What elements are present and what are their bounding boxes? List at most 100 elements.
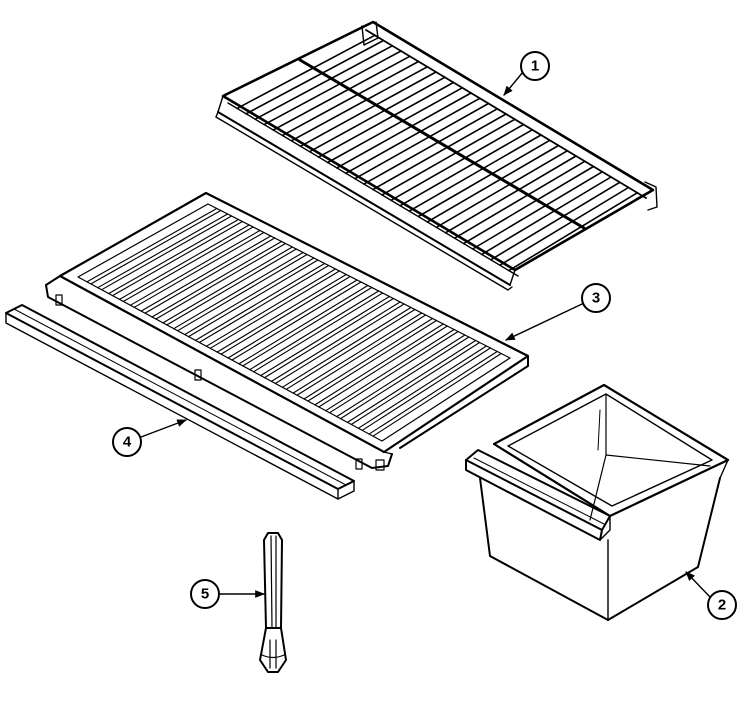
shelf-rib [340,336,470,420]
shelf-rib [270,301,401,382]
shelf-rib [274,303,405,384]
shelf-wire [363,108,499,185]
shelf-wire [372,113,507,191]
ribbed-shelf [45,191,530,471]
shelf-rib [173,251,304,330]
shelf-rib [336,334,466,418]
shelf-rib [238,284,369,365]
shelf-rib [249,290,380,371]
shelf-wire [426,144,560,223]
shelf-rib [350,341,481,425]
shelf-wire [381,118,516,196]
shelf-rib [198,264,330,343]
shelf-rib [303,317,434,400]
callout-3-circle [581,283,611,313]
shelf-rib [260,295,390,377]
shelf-wire [417,139,551,218]
shelf-wires [236,34,639,272]
callout-1-circle [520,51,550,81]
shelf-rib [329,330,459,414]
shelf-rib [372,352,502,437]
shelf-rib [86,207,218,283]
shelf-rib [281,306,412,388]
shelf-rib [112,220,243,297]
shelf-wire [453,160,586,239]
callout-2-circle [707,590,737,620]
shelf-rib [318,325,448,408]
shelf-rib [188,259,319,338]
shelf-wire [344,97,481,175]
shelf-rib [166,248,297,326]
callout-2[interactable]: 2 [685,571,737,620]
shelf-rib [194,262,326,341]
shelf-wire [508,192,639,272]
shelf-wire [435,150,569,229]
shelf-rib [140,235,272,312]
shelf-wire [408,134,542,212]
shelf-rib [108,218,239,295]
shelf-rib [133,231,265,308]
support-post [259,532,287,673]
shelf-rib [220,275,351,355]
shelf-wire [299,71,437,148]
shelf-rib [357,345,487,429]
shelf-rib [184,257,315,336]
shelf-wire [390,123,525,202]
shelf-rib [227,279,358,359]
shelf-rib [144,237,276,314]
callout-5-circle [190,579,220,609]
callout-4-circle [112,427,142,457]
crisper-drawer [465,383,730,621]
shelf-wire [335,92,472,169]
shelf-wire [499,186,630,267]
callout-5[interactable]: 5 [190,579,265,609]
shelf-rib [97,213,229,289]
shelf-wire [290,66,429,142]
shelf-wire [317,81,455,158]
shelf-wire [236,34,376,110]
shelf-ribs [86,207,502,437]
shelf-wire [254,44,394,120]
callout-4[interactable]: 4 [112,419,187,457]
shelf-wire [444,155,577,234]
shelf-rib [177,253,308,332]
shelf-rib [216,273,347,353]
shelf-rib [264,297,394,379]
callout-3[interactable]: 3 [505,283,611,341]
wire-shelf [215,20,658,291]
shelf-wire [399,129,534,207]
shelf-rib [325,328,455,412]
shelf-wire [471,171,604,250]
shelf-rib [162,246,293,324]
shelf-rib [314,323,444,406]
shelf-rib [151,240,283,318]
callout-4-label: 4 [123,434,132,451]
shelf-rib [307,319,438,402]
shelf-rib [129,229,261,306]
callout-1[interactable]: 1 [503,51,550,96]
shelf-wire [263,50,402,126]
shelf-wire [245,39,385,115]
shelf-trim-strip [5,304,355,500]
shelf-wire [462,165,595,245]
shelf-rib [122,226,254,302]
shelf-rib [285,308,416,390]
shelf-rib [292,312,423,394]
callout-1-label: 1 [531,58,539,75]
callout-2-label: 2 [718,597,726,614]
shelf-rib [361,347,491,431]
shelf-rib [155,242,287,320]
shelf-rib [118,224,250,300]
shelf-wire [308,76,446,153]
shelf-rib [296,314,427,396]
shelf-rib [209,270,340,349]
shelf-wire [489,181,621,261]
shelf-wire [354,102,490,180]
shelf-rib [368,350,498,435]
shelf-wire [326,87,464,164]
shelf-rib [253,292,384,373]
shelf-rib [231,281,362,361]
shelf-rib [101,215,233,291]
shelf-rib [242,286,373,367]
